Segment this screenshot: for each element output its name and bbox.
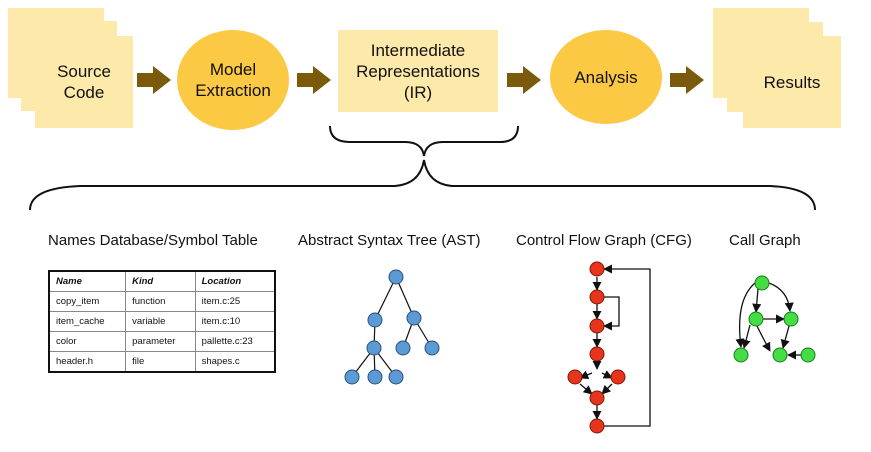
- column-header: Kind: [125, 270, 196, 292]
- cfg-node: [589, 418, 605, 434]
- table-row: copy_item function item.c:25: [48, 291, 276, 312]
- ast-node: [367, 312, 383, 328]
- table-row: item_cache variable item.c:10: [48, 311, 276, 332]
- ast-node: [424, 340, 440, 356]
- table-cell: color: [48, 331, 127, 352]
- call-node: [754, 275, 770, 291]
- table-cell: header.h: [48, 351, 127, 373]
- table-cell: pallette.c:23: [194, 331, 276, 352]
- source-code-box: [35, 36, 133, 128]
- source-code-label: Source Code: [57, 62, 111, 102]
- ast-nodes: [344, 269, 440, 385]
- call-graph-nodes: [733, 275, 816, 363]
- call-node: [733, 347, 749, 363]
- cfg-node: [589, 346, 605, 362]
- results-box: [743, 36, 841, 128]
- symbol-table: Name Kind Location copy_item function it…: [48, 270, 276, 373]
- analysis-ellipse: Analysis: [550, 30, 662, 124]
- table-cell: variable: [125, 311, 196, 332]
- table-row: header.h file shapes.c: [48, 351, 276, 373]
- table-cell: item_cache: [48, 311, 127, 332]
- cfg-node: [589, 390, 605, 406]
- call-node: [800, 347, 816, 363]
- ast-node: [367, 369, 383, 385]
- call-node: [748, 311, 764, 327]
- large-brace: [29, 159, 816, 211]
- cfg-node: [589, 261, 605, 277]
- cfg-node: [567, 369, 583, 385]
- ast-node: [388, 269, 404, 285]
- model-extraction-ellipse: Model Extraction: [177, 30, 289, 130]
- results-label: Results: [763, 72, 821, 92]
- table-cell: copy_item: [48, 291, 127, 312]
- call-node: [772, 347, 788, 363]
- symbol-table-title: Names Database/Symbol Table: [48, 232, 258, 249]
- ast-title: Abstract Syntax Tree (AST): [298, 232, 481, 249]
- table-header-row: Name Kind Location: [48, 270, 276, 292]
- column-header: Name: [48, 270, 127, 292]
- table-cell: item.c:25: [194, 291, 276, 312]
- ir-brace: [329, 125, 519, 157]
- ast-node: [388, 369, 404, 385]
- ast-node: [366, 340, 382, 356]
- ast-node: [395, 340, 411, 356]
- table-cell: item.c:10: [194, 311, 276, 332]
- cfg-edges: [579, 264, 651, 427]
- ir-label: Intermediate Representations (IR): [356, 40, 480, 102]
- ast-node: [344, 369, 360, 385]
- cfg-node: [589, 318, 605, 334]
- table-cell: parameter: [125, 331, 196, 352]
- table-cell: shapes.c: [194, 351, 276, 373]
- cfg-title: Control Flow Graph (CFG): [516, 232, 692, 249]
- ir-box: [338, 30, 498, 112]
- table-row: color parameter pallette.c:23: [48, 331, 276, 352]
- call-graph-title: Call Graph: [729, 232, 801, 249]
- cfg-node: [589, 289, 605, 305]
- table-cell: function: [125, 291, 196, 312]
- cfg-nodes: [567, 261, 626, 434]
- cfg-node: [610, 369, 626, 385]
- column-header: Location: [194, 270, 276, 292]
- table-cell: file: [125, 351, 196, 373]
- ast-tree: [351, 276, 433, 378]
- call-graph-edges: [735, 282, 801, 360]
- call-node: [783, 311, 799, 327]
- ast-node: [406, 310, 422, 326]
